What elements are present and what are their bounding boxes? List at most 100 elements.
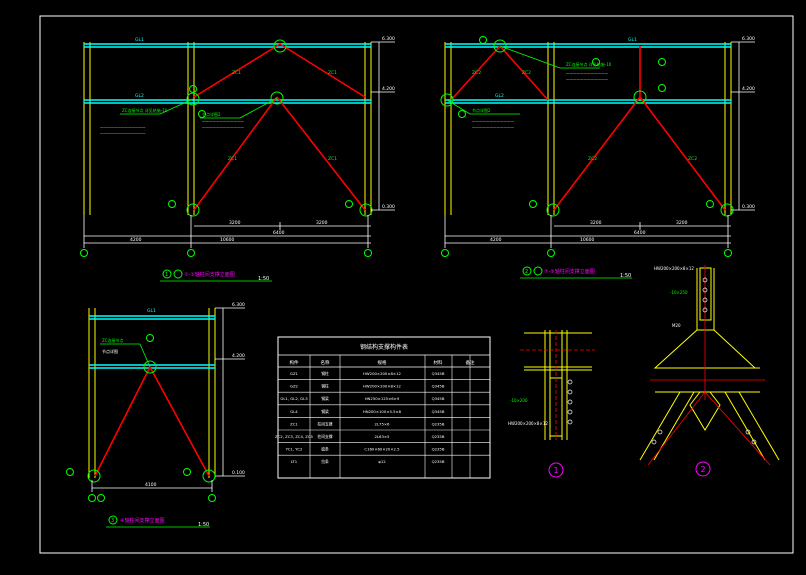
svg-text:————————————: ———————————— bbox=[566, 71, 609, 75]
note-b: 节点详图2 bbox=[472, 107, 491, 113]
table-cell: GZ2 bbox=[290, 384, 299, 389]
detail-1-tag: 1 bbox=[553, 466, 558, 475]
title-number: 2 bbox=[525, 269, 528, 275]
svg-text:—————————————: ————————————— bbox=[100, 125, 146, 129]
note-b: 节点详图2 bbox=[202, 111, 221, 117]
beam-mid-label: GL2 bbox=[135, 93, 144, 99]
table-cell: Q345B bbox=[432, 384, 445, 389]
elevation-base: 0.300 bbox=[742, 204, 755, 210]
elevation-b-title: 2 ⑦-⑨轴柱间支撑立面图 1:50 bbox=[520, 266, 632, 279]
dim-top-span-right: 3200 bbox=[316, 220, 328, 226]
title-scale: 1:50 bbox=[258, 276, 269, 282]
table-cell: Q235B bbox=[432, 434, 445, 439]
title-number: 3 bbox=[111, 518, 114, 524]
beam bbox=[445, 43, 731, 104]
table-cell: 钢柱 bbox=[321, 371, 329, 376]
elevation-b: ZC连接节点 详见结施-10 节点详图2 ———————————— ——————… bbox=[440, 36, 755, 279]
table-cell: YC1, YC2 bbox=[286, 447, 303, 452]
beam-top-label: GL1 bbox=[135, 37, 144, 43]
elevation-mid: 4.200 bbox=[232, 353, 245, 359]
dim-overall: 10600 bbox=[580, 237, 594, 243]
title-text: ①-③轴柱间支撑立面图 bbox=[184, 271, 235, 278]
table-cell: HW200×200×8×12 bbox=[363, 384, 401, 389]
note-b: 节点详图 bbox=[102, 348, 118, 354]
brace bbox=[193, 43, 366, 211]
elevation-top: 6.300 bbox=[232, 302, 245, 308]
dim-bottom-left: 4200 bbox=[130, 237, 142, 243]
table-cell: ZC1 bbox=[290, 421, 298, 426]
elevation-base: 0.100 bbox=[232, 470, 245, 476]
table-cell: 檩条 bbox=[321, 447, 329, 452]
elevation-c: ZC连接节点 节点详图 GL1 6.300 4.200 0.100 4100 bbox=[66, 302, 245, 528]
table-cell: C160×60×20×2.5 bbox=[364, 447, 400, 452]
detail-1-tag-circle bbox=[548, 462, 564, 478]
detail-2: HW200×200×8×12 -10×250 M20 2 bbox=[639, 265, 780, 477]
table-cell: LT1 bbox=[291, 459, 298, 464]
svg-text:————————————: ———————————— bbox=[472, 119, 515, 123]
table-cell: 拉条 bbox=[321, 459, 329, 464]
brace-label: ZC2 bbox=[688, 156, 697, 162]
beam bbox=[89, 315, 215, 369]
table-cell: Q235B bbox=[432, 447, 445, 452]
table-cell: Q345B bbox=[432, 371, 445, 376]
table-cell: 2L63×5 bbox=[375, 434, 391, 439]
detail-2-tag: 2 bbox=[700, 465, 705, 474]
brace-label: ZC2 bbox=[522, 70, 531, 76]
table-header: 规格 bbox=[378, 359, 387, 366]
title-scale: 1:50 bbox=[620, 273, 631, 279]
beam-mid-label: GL2 bbox=[495, 93, 504, 99]
detail-2-label-c: M20 bbox=[672, 323, 681, 328]
table-cell: 钢梁 bbox=[321, 409, 329, 414]
dim-top-span-left: 3200 bbox=[229, 220, 241, 226]
detail-2-label-b: -10×250 bbox=[670, 290, 688, 295]
table-cell: Q345B bbox=[432, 396, 445, 401]
brace-label: ZC1 bbox=[328, 70, 337, 76]
brace-label: ZC2 bbox=[472, 70, 481, 76]
detail-1: -10×200 HW200×200×8×12 1 bbox=[508, 330, 595, 478]
table-cell: Q235B bbox=[432, 459, 445, 464]
elevation-top: 6.300 bbox=[382, 36, 395, 42]
sheet-border bbox=[39, 15, 794, 554]
table-header: 材料 bbox=[434, 359, 443, 366]
detail-2-label-a: HW200×200×8×12 bbox=[654, 266, 694, 271]
dim-bottom: 4100 bbox=[145, 482, 157, 488]
table-cell: Q235B bbox=[432, 421, 445, 426]
table-title: 钢结构支撑构件表 bbox=[360, 343, 408, 351]
column bbox=[88, 308, 216, 478]
table-cell: 钢梁 bbox=[321, 396, 329, 401]
table-cell: GZ1 bbox=[290, 371, 299, 376]
beam-top-label: GL1 bbox=[628, 37, 637, 43]
table-cell: ZC2, ZC3, ZC4, ZC5 bbox=[275, 434, 313, 439]
dim-overall: 10600 bbox=[220, 237, 234, 243]
svg-text:————————————: ———————————— bbox=[566, 77, 609, 81]
elevation-a-title: 1 ①-③轴柱间支撑立面图 1:50 bbox=[160, 269, 272, 282]
table-cell: Q345B bbox=[432, 409, 445, 414]
dim-mid-total: 6400 bbox=[634, 230, 646, 236]
node-circle bbox=[87, 360, 216, 483]
brace-label: ZC1 bbox=[232, 70, 241, 76]
table-cell: HW200×200×8×12 bbox=[363, 371, 401, 376]
elevation-mid: 4.200 bbox=[382, 86, 395, 92]
brace-label: ZC1 bbox=[328, 156, 337, 162]
title-text: ⑦-⑨轴柱间支撑立面图 bbox=[544, 268, 595, 275]
table-cell: 钢柱 bbox=[321, 384, 329, 389]
beam bbox=[84, 43, 371, 104]
svg-text:————————————: ———————————— bbox=[202, 125, 245, 129]
dim-mid-total: 6400 bbox=[273, 230, 285, 236]
table-cell: 2L75×6 bbox=[375, 421, 391, 426]
dim-top-span-left: 3200 bbox=[590, 220, 602, 226]
table-header: 构件 bbox=[290, 359, 299, 366]
brace-label: ZC1 bbox=[228, 156, 237, 162]
brace bbox=[450, 45, 726, 211]
svg-text:————————————: ———————————— bbox=[472, 125, 515, 129]
elevation-top: 6.300 bbox=[742, 36, 755, 42]
elevation-c-title: 3 ④轴柱间支撑立面图 1:50 bbox=[106, 515, 210, 528]
detail-1-label-b: HW200×200×8×12 bbox=[508, 421, 548, 426]
column bbox=[444, 42, 732, 215]
brace bbox=[94, 366, 210, 477]
dim-top-span-right: 3200 bbox=[676, 220, 688, 226]
note-a: ZC连接节点 详见结施-10 bbox=[122, 107, 168, 113]
table-header: 名称 bbox=[321, 359, 330, 366]
